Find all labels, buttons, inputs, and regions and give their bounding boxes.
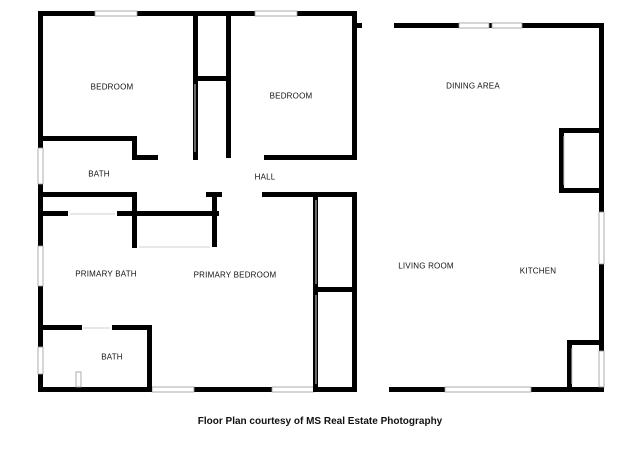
room-label-bedroom-2: BEDROOM bbox=[269, 91, 313, 101]
room-label-primary-bedroom: PRIMARY BEDROOM bbox=[193, 270, 277, 280]
room-label-kitchen: KITCHEN bbox=[519, 266, 557, 276]
interior-walls bbox=[38, 11, 604, 392]
room-label-bath-1: BATH bbox=[88, 169, 110, 179]
interior-fixtures bbox=[70, 84, 573, 388]
room-label-bedroom-1: BEDROOM bbox=[90, 82, 134, 92]
room-label-dining-area: DINING AREA bbox=[446, 81, 500, 91]
exterior-walls bbox=[38, 11, 604, 392]
room-label-primary-bath: PRIMARY BATH bbox=[75, 269, 137, 279]
room-label-hall: HALL bbox=[254, 172, 276, 182]
room-label-living-room: LIVING ROOM bbox=[398, 261, 454, 271]
exterior-windows bbox=[37, 10, 605, 393]
plan-credit-caption: Floor Plan courtesy of MS Real Estate Ph… bbox=[197, 416, 443, 427]
room-label-bath-2: BATH bbox=[101, 352, 123, 362]
